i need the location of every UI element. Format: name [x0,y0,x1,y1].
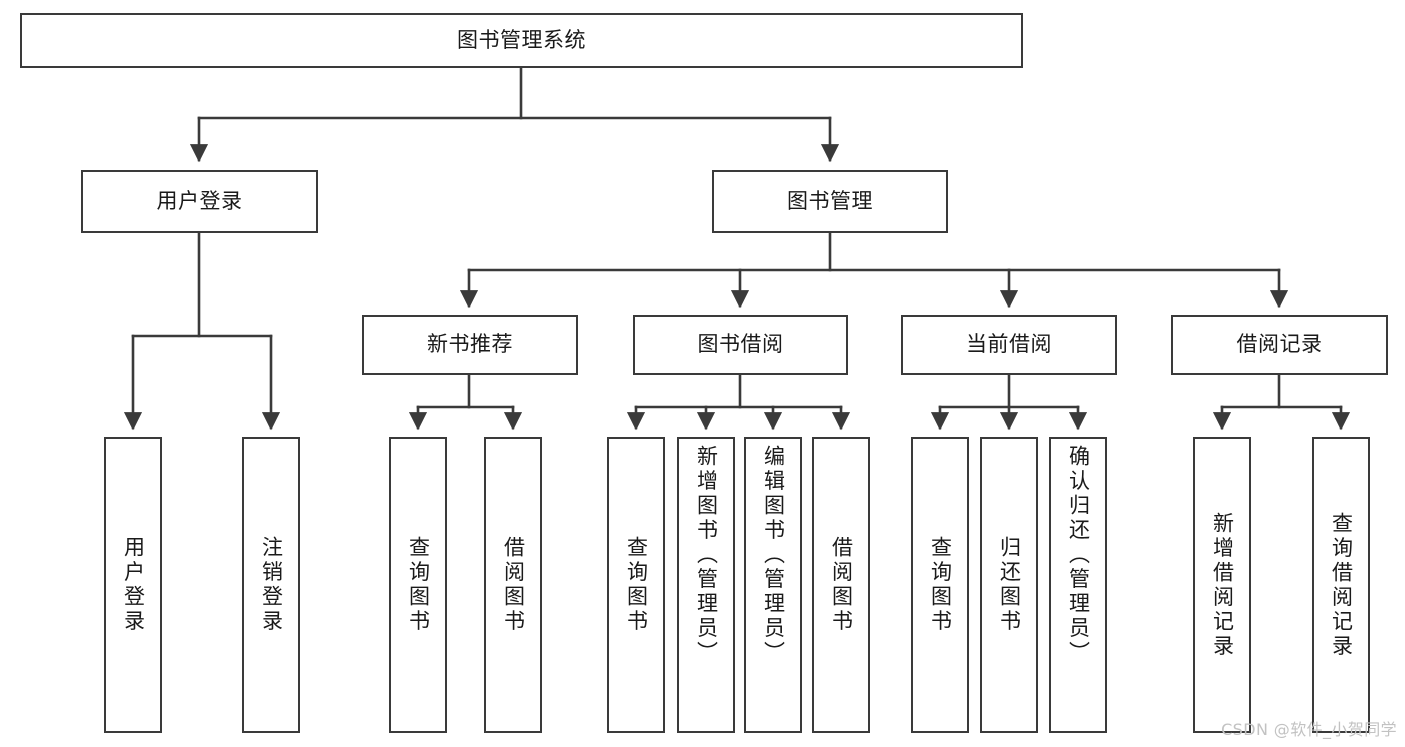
leaf-new-book-borrow-book[interactable]: 借阅图书 [484,437,542,733]
node-label: 借阅记录 [1236,332,1323,357]
leaf-book-borrow-add-book-admin[interactable]: 新增图书（管理员） [677,437,735,733]
leaf-user-login-login[interactable]: 用户登录 [104,437,162,733]
node-label: 新书推荐 [427,332,513,357]
leaf-current-borrow-query-book[interactable]: 查询图书 [911,437,969,733]
node-label: 当前借阅 [966,332,1052,357]
csdn-watermark: CSDN @软件_小贺同学 [1221,720,1397,739]
leaf-user-login-logout[interactable]: 注销登录 [242,437,300,733]
node-label: 图书借阅 [697,332,784,357]
node-label: 图书管理系统 [457,27,586,52]
node-label: 新增借阅记录 [1210,511,1235,659]
node-label: 借阅图书 [501,536,526,634]
node-label: 注销登录 [259,536,284,634]
node-label: 借阅图书 [829,536,854,634]
leaf-current-borrow-confirm-return-admin[interactable]: 确认归还（管理员） [1049,437,1107,733]
node-label: 查询图书 [624,536,649,634]
leaf-borrow-record-add-record[interactable]: 新增借阅记录 [1193,437,1251,733]
node-label: 编辑图书（管理员） [761,445,786,666]
node-label: 确认归还（管理员） [1066,445,1091,666]
node-borrow-record[interactable]: 借阅记录 [1171,315,1388,375]
leaf-book-borrow-edit-book-admin[interactable]: 编辑图书（管理员） [744,437,802,733]
node-label: 用户登录 [156,188,243,213]
node-label: 图书管理 [787,188,873,213]
node-label: 查询借阅记录 [1329,511,1354,659]
leaf-current-borrow-return-book[interactable]: 归还图书 [980,437,1038,733]
node-label: 新增图书（管理员） [694,445,719,666]
node-label: 查询图书 [928,536,953,634]
leaf-borrow-record-query-record[interactable]: 查询借阅记录 [1312,437,1370,733]
node-label: 用户登录 [121,536,146,634]
node-new-book-recommend[interactable]: 新书推荐 [362,315,578,375]
leaf-book-borrow-query-book[interactable]: 查询图书 [607,437,665,733]
node-label: 归还图书 [997,536,1022,634]
node-current-borrow[interactable]: 当前借阅 [901,315,1117,375]
leaf-book-borrow-borrow-book[interactable]: 借阅图书 [812,437,870,733]
node-root-book-management-system[interactable]: 图书管理系统 [20,13,1023,68]
node-book-management[interactable]: 图书管理 [712,170,948,233]
node-user-login[interactable]: 用户登录 [81,170,318,233]
leaf-new-book-query-book[interactable]: 查询图书 [389,437,447,733]
node-book-borrow[interactable]: 图书借阅 [633,315,848,375]
node-label: 查询图书 [406,536,431,634]
